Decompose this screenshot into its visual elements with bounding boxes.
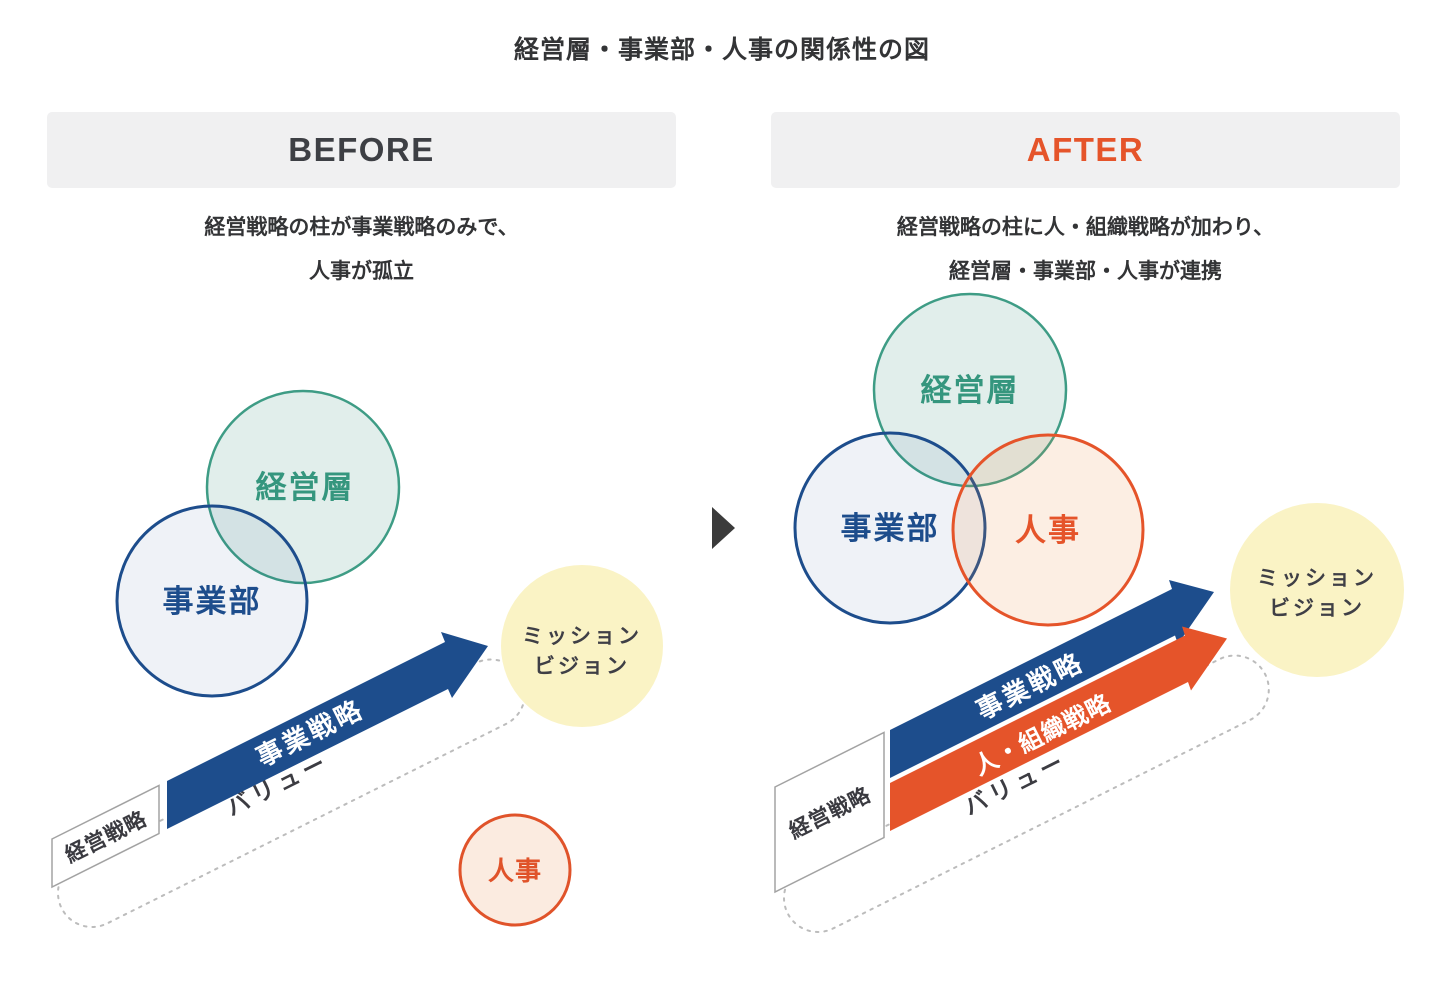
before-management-circle-label: 経営層 bbox=[256, 470, 355, 505]
after-management-strategy-box bbox=[774, 731, 885, 894]
before-business-strategy-banner bbox=[167, 632, 488, 829]
before-division-circle-label: 事業部 bbox=[163, 584, 262, 619]
after-people-org-strategy-banner bbox=[890, 626, 1227, 831]
page-title: 経営層・事業部・人事の関係性の図 bbox=[513, 36, 930, 64]
after-subtitle-line1: 経営戦略の柱に人・組織戦略が加わり、 bbox=[896, 216, 1275, 239]
after-header-label: AFTER bbox=[1026, 131, 1145, 168]
before-value-pill: バリュー bbox=[57, 658, 526, 928]
after-business-strategy-banner bbox=[890, 580, 1214, 778]
after-subtitle-line2: 経営層・事業部・人事が連携 bbox=[949, 260, 1222, 283]
after-hr-circle bbox=[951, 433, 1145, 627]
before-management-circle bbox=[205, 389, 401, 585]
before-hr-circle-label: 人事 bbox=[488, 856, 542, 886]
before-mission-vision-circle bbox=[501, 565, 663, 727]
after-division-circle bbox=[793, 431, 987, 625]
before-header-label: BEFORE bbox=[288, 131, 435, 168]
before-division-circle bbox=[115, 504, 309, 698]
after-header-bar: AFTER bbox=[771, 112, 1400, 188]
after-mission-vision-circle bbox=[1230, 503, 1404, 677]
before-mission-label-line1: ミッション bbox=[522, 625, 642, 648]
before-mission-label-line2: ビジョン bbox=[534, 655, 630, 678]
before-subtitle-line1: 経営戦略の柱が事業戦略のみで、 bbox=[204, 216, 519, 239]
after-hr-circle-label: 人事 bbox=[1015, 513, 1081, 548]
before-hr-circle bbox=[458, 813, 572, 927]
before-subtitle: 経営戦略の柱が事業戦略のみで、 人事が孤立 bbox=[47, 206, 676, 294]
transition-arrow-icon bbox=[712, 507, 735, 549]
before-subtitle-line2: 人事が孤立 bbox=[309, 260, 414, 283]
before-management-strategy-box bbox=[51, 784, 160, 889]
after-mission-label-line1: ミッション bbox=[1257, 567, 1377, 590]
after-management-circle-label: 経営層 bbox=[921, 373, 1020, 408]
before-value-pill-outline bbox=[57, 658, 526, 928]
after-division-circle-label: 事業部 bbox=[841, 511, 940, 546]
after-subtitle: 経営戦略の柱に人・組織戦略が加わり、 経営層・事業部・人事が連携 bbox=[771, 206, 1400, 294]
after-mission-label-line2: ビジョン bbox=[1269, 597, 1365, 620]
before-header-bar: BEFORE bbox=[47, 112, 676, 188]
